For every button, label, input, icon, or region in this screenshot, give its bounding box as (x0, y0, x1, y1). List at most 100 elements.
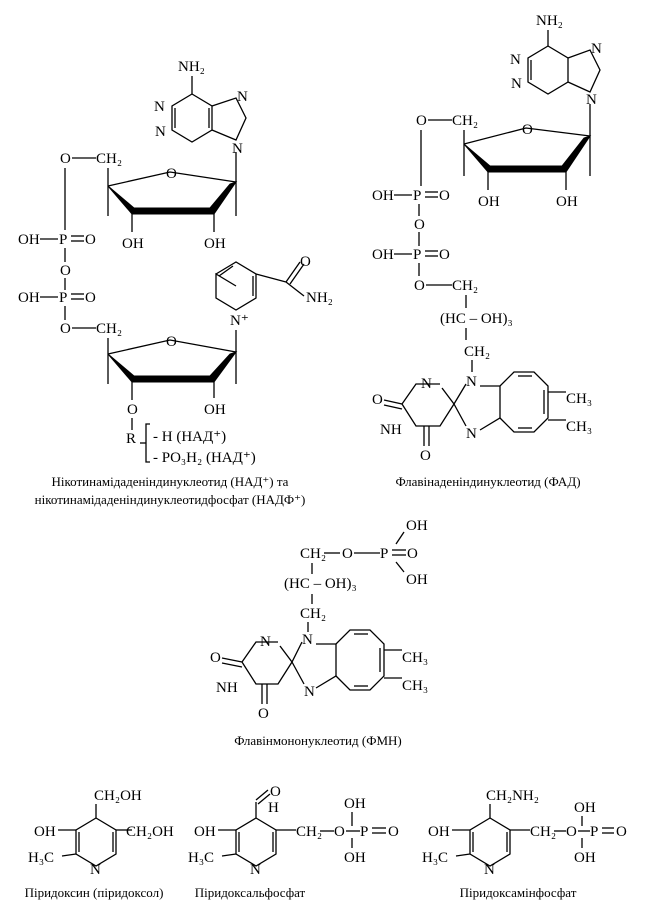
fad-flavin-o2: O (372, 392, 383, 408)
plp-o: O (334, 824, 345, 840)
plp-oh: OH (194, 824, 216, 840)
plp-ch2: CH₂ (296, 824, 322, 840)
nad-ribose-oh-left: OH (122, 236, 144, 252)
fad-caption: Флавінаденіндинуклеотид (ФАД) (395, 474, 580, 489)
pyridoxine-h3c: H₃C (28, 850, 54, 866)
nad-r-label: R (126, 431, 136, 447)
fad-hc-oh: (HC – OH)₃ (440, 311, 513, 327)
fad-ch2-lower: CH₂ (464, 344, 490, 360)
fad-adenine-n9: N (586, 92, 597, 108)
nad-caption-line2: нікотинамідаденіндинуклеотидфосфат (НАДФ… (35, 492, 306, 507)
fad-o-bottom: O (414, 278, 425, 294)
fmn-caption: Флавінмононуклеотид (ФМН) (234, 733, 402, 748)
pmp-p: P (590, 824, 598, 840)
fad-flavin-n5: N (466, 426, 477, 442)
fmn-ch2-top: CH₂ (300, 546, 326, 562)
pmp-oh-bottom: OH (574, 850, 596, 866)
fmn-p-o: O (407, 546, 418, 562)
nad-ch2-bottom: CH₂ (96, 321, 122, 337)
fad-ribose-oh-right: OH (556, 194, 578, 210)
nad-ribose-o-top: O (166, 166, 177, 182)
nad-option-po3h2: - PO₃H₂ (НАД⁺) (153, 450, 256, 466)
pyridoxine-structure: CH₂OH N CH₂OH OH H₃C Піридоксин (піридок… (25, 788, 174, 900)
fad-flavin-o4: O (420, 448, 431, 464)
fmn-flavin-n1: N (260, 634, 271, 650)
fmn-flavin-n10: N (302, 632, 313, 648)
nad-adenine-n1: N (154, 99, 165, 115)
fad-flavin-nh: NH (380, 422, 402, 438)
fad-adenine-n1: N (510, 52, 521, 68)
fad-o-bridge: O (414, 217, 425, 233)
pmp-oh: OH (428, 824, 450, 840)
nad-amide-nh2: NH₂ (306, 290, 333, 306)
fmn-flavin-n5: N (304, 684, 315, 700)
nad-p2: P (59, 290, 67, 306)
fad-oh-p1: OH (372, 188, 394, 204)
pmp-n: N (484, 862, 495, 878)
nad-p2-o: O (85, 290, 96, 306)
nad-adenine-n3: N (155, 124, 166, 140)
plp-h3c: H₃C (188, 850, 214, 866)
nad-option-h: - H (НАД⁺) (153, 429, 226, 445)
fmn-phosphate-oh-bottom: OH (406, 572, 428, 588)
fad-structure: NH₂ N N N N O CH₂ O OH OH OH P O O OH (372, 13, 602, 489)
pyridoxine-n: N (90, 862, 101, 878)
plp-p-o: O (388, 824, 399, 840)
fmn-ch2-lower: CH₂ (300, 606, 326, 622)
plp-oh-bottom: OH (344, 850, 366, 866)
pmp-caption: Піридоксамінфосфат (460, 885, 577, 900)
nad-oh-p2: OH (18, 290, 40, 306)
fad-o-top: O (416, 113, 427, 129)
fad-adenine-n7: N (591, 41, 602, 57)
fad-p1: P (413, 188, 421, 204)
nad-adenine-n7: N (237, 89, 248, 105)
pmp-h3c: H₃C (422, 850, 448, 866)
fmn-ch3-upper: CH₃ (402, 650, 428, 666)
pyridoxal-phosphate-structure: O H N OH H₃C CH₂ O P O OH OH Піридоксаль… (188, 784, 399, 900)
pyridoxamine-phosphate-structure: CH₂NH₂ N OH H₃C CH₂ O P O OH OH Піридокс… (422, 788, 627, 900)
nad-oh-p1: OH (18, 232, 40, 248)
fmn-flavin-o2: O (210, 650, 221, 666)
fad-adenine-nh2: NH₂ (536, 13, 563, 29)
fad-p1-o: O (439, 188, 450, 204)
plp-p: P (360, 824, 368, 840)
fmn-o-link: O (342, 546, 353, 562)
fmn-flavin-nh: NH (216, 680, 238, 696)
fmn-flavin-o4: O (258, 706, 269, 722)
plp-aldehyde-h: H (268, 800, 279, 816)
fad-ch2-chain: CH₂ (452, 278, 478, 294)
plp-n: N (250, 862, 261, 878)
fad-flavin-n1: N (421, 376, 432, 392)
pmp-ch2: CH₂ (530, 824, 556, 840)
fad-p2-o: O (439, 247, 450, 263)
fmn-hc-oh: (HC – OH)₃ (284, 576, 357, 592)
nad-ribose2-oh: OH (204, 402, 226, 418)
nad-structure: NH₂ N N N N O CH₂ O OH OH OH P O (18, 59, 333, 507)
nad-nicotinamide-n: N⁺ (230, 313, 249, 329)
nad-ribose2-o: O (166, 334, 177, 350)
nad-adenine-nh2: NH₂ (178, 59, 205, 75)
fad-adenine-n3: N (511, 76, 522, 92)
nad-caption-line1: Нікотинамідаденіндинуклеотид (НАД⁺) та (52, 474, 289, 489)
nad-amide-o: O (300, 254, 311, 270)
plp-aldehyde-o: O (270, 784, 281, 800)
pyridoxine-caption: Піридоксин (піридоксол) (25, 885, 164, 900)
nad-adenine-n9: N (232, 141, 243, 157)
nad-o-bridge: O (60, 263, 71, 279)
fad-p2: P (413, 247, 421, 263)
fmn-structure: OH CH₂ O P O OH (HC – OH)₃ CH₂ N N O NH … (210, 518, 428, 748)
pmp-o: O (566, 824, 577, 840)
nad-ribose2-o-sub: O (127, 402, 138, 418)
fad-oh-p2: OH (372, 247, 394, 263)
pyridoxine-ch2oh-right: CH₂OH (126, 824, 174, 840)
nad-substituent-bracket (145, 423, 150, 463)
fmn-ch3-lower: CH₃ (402, 678, 428, 694)
pyridoxine-ch2oh-top: CH₂OH (94, 788, 142, 804)
nad-p1: P (59, 232, 67, 248)
fmn-phosphate-oh-top: OH (406, 518, 428, 534)
plp-caption: Піридоксальфосфат (195, 885, 306, 900)
pmp-ch2nh2: CH₂NH₂ (486, 788, 539, 804)
nad-o-top: O (60, 151, 71, 167)
pmp-p-o: O (616, 824, 627, 840)
fad-ribose-o: O (522, 122, 533, 138)
